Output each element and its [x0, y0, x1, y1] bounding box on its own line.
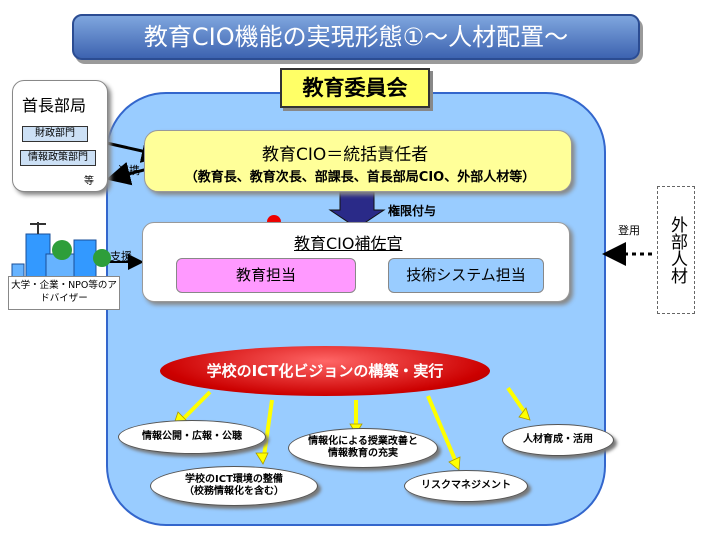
appoint-label: 登用 — [618, 224, 640, 237]
task-arrow — [180, 390, 212, 422]
head-office-title: 首長部局 — [22, 96, 87, 115]
task-arrow — [506, 386, 528, 416]
cooperation-label: 連携 — [118, 164, 140, 177]
task-arrow — [262, 399, 274, 457]
edu-role: 教育担当 — [176, 258, 356, 293]
cio-title: 教育CIO＝統括責任者 — [262, 145, 429, 165]
tech-role: 技術システム担当 — [388, 258, 544, 293]
page-title: 教育CIO機能の実現形態①～人材配置～ — [72, 14, 640, 60]
task-ict-environment: 学校のICT環境の整備 （校務情報化を含む） — [150, 466, 318, 506]
authority-label: 権限付与 — [388, 204, 437, 218]
assistant-title: 教育CIO補佐官 — [294, 234, 403, 253]
external-talent: 外部人材 — [657, 186, 695, 314]
task-label: 情報化による授業改善と — [308, 435, 418, 447]
task-label-sub: 情報教育の充実 — [328, 448, 398, 459]
task-arrow — [426, 395, 458, 463]
dept-info-policy: 情報政策部門 — [20, 150, 96, 166]
head-office-etc: 等 — [84, 176, 94, 187]
task-risk-management: リスクマネジメント — [404, 470, 528, 502]
support-label: 支援 — [110, 250, 132, 263]
task-label-sub: （校務情報化を含む） — [184, 486, 284, 497]
task-public-info: 情報公開・広報・公聴 — [118, 420, 266, 454]
task-class-improvement: 情報化による授業改善と 情報教育の充実 — [288, 428, 438, 468]
advisor-box: 大学・企業・NPO等のアドバイザー — [8, 276, 120, 310]
authority-arrow — [328, 191, 386, 229]
task-label: 情報公開・広報・公聴 — [142, 430, 242, 442]
board-title: 教育委員会 — [280, 68, 430, 108]
task-label: リスクマネジメント — [421, 479, 511, 491]
task-label: 学校のICT環境の整備 — [185, 473, 283, 485]
building-icon — [11, 222, 111, 281]
task-hr-development: 人材育成・活用 — [502, 424, 614, 456]
dept-finance: 財政部門 — [22, 126, 88, 142]
vision-ellipse: 学校のICT化ビジョンの構築・実行 — [160, 346, 490, 396]
cio-box — [144, 130, 572, 192]
cio-members: （教育長、教育次長、部課長、首長部局CIO、外部人材等） — [184, 170, 536, 185]
task-label: 人材育成・活用 — [523, 433, 593, 445]
